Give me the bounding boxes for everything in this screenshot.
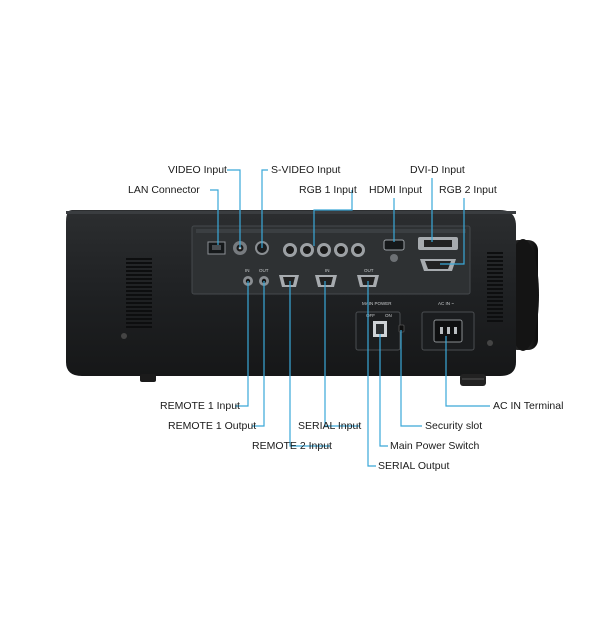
vent-slot — [487, 288, 503, 290]
label-rgb1-input: RGB 1 Input — [299, 184, 357, 196]
vent-slot — [487, 300, 503, 302]
callout-line-main-power — [379, 334, 388, 447]
ac-in-marking: AC IN ~ — [438, 301, 454, 306]
callout-line-serial-out — [367, 281, 376, 467]
label-security-slot: Security slot — [425, 420, 483, 432]
serial-out-marking: OUT — [364, 268, 374, 273]
vent-slot — [126, 286, 152, 288]
vent-slot — [487, 260, 503, 262]
vent-slot — [126, 266, 152, 268]
lan-connector — [207, 241, 226, 255]
remote-in-marking: IN — [245, 268, 250, 273]
dvi-d-input-port — [418, 237, 458, 250]
rgb1-bnc-ports — [283, 243, 365, 257]
vent-slot — [487, 276, 503, 278]
right-vent-grille — [487, 252, 503, 322]
projector-feet — [140, 374, 486, 386]
serial-in-marking: IN — [325, 268, 330, 273]
vent-slot — [126, 298, 152, 300]
remote2-input-port — [279, 275, 299, 287]
vent-slot — [126, 322, 152, 324]
hdmi-input-port — [383, 239, 405, 262]
callout-line-serial-in — [324, 281, 360, 427]
callout-line-video — [227, 169, 241, 248]
remote-out-marking: OUT — [259, 268, 269, 273]
vent-slot — [487, 316, 503, 318]
callout-line-remote1-in — [235, 281, 249, 407]
vent-slot — [126, 294, 152, 296]
vent-slot — [126, 314, 152, 316]
label-dvi-d-input: DVI-D Input — [410, 164, 465, 176]
on-marking: ON — [385, 313, 392, 318]
label-s-video-input: S-VIDEO Input — [271, 164, 341, 176]
label-rgb2-input: RGB 2 Input — [439, 184, 497, 196]
label-hdmi-input: HDMI Input — [369, 184, 423, 196]
bnc-connector-center — [354, 246, 362, 254]
serial-input-port — [315, 275, 337, 287]
callout-line-rgb1 — [313, 190, 353, 246]
bnc-connector-center — [286, 246, 294, 254]
callout-lines — [210, 169, 490, 467]
vent-slot — [487, 264, 503, 266]
ac-in-terminal — [421, 311, 475, 351]
main-power-switch — [355, 311, 401, 351]
vent-slot — [487, 320, 503, 322]
vent-slot — [126, 262, 152, 264]
label-ac-in-terminal: AC IN Terminal — [493, 400, 564, 412]
vent-slot — [126, 282, 152, 284]
vent-slot — [487, 308, 503, 310]
vent-slot — [487, 284, 503, 286]
vent-slot — [126, 270, 152, 272]
main-power-marking: MAIN POWER — [362, 301, 392, 306]
callout-line-s-video — [261, 169, 268, 248]
vent-slot — [126, 274, 152, 276]
vent-slot — [126, 326, 152, 328]
vent-slot — [126, 278, 152, 280]
vent-slot — [487, 280, 503, 282]
vent-slot — [126, 318, 152, 320]
vent-slot — [487, 296, 503, 298]
off-marking: OFF — [366, 313, 375, 318]
callout-line-remote2-in — [289, 281, 330, 447]
label-serial-output: SERIAL Output — [378, 460, 450, 472]
label-lan-connector: LAN Connector — [128, 184, 200, 196]
bnc-connector-center — [320, 246, 328, 254]
screws — [121, 333, 493, 346]
vent-slot — [487, 312, 503, 314]
vent-slot — [126, 310, 152, 312]
callout-line-ac-in — [445, 336, 490, 407]
vent-slot — [126, 258, 152, 260]
vent-slot — [126, 302, 152, 304]
callout-line-lan — [210, 189, 219, 245]
vent-slot — [487, 272, 503, 274]
callout-line-rgb2 — [440, 198, 465, 265]
vent-slot — [126, 290, 152, 292]
label-remote1-output: REMOTE 1 Output — [168, 420, 257, 432]
vent-slot — [487, 268, 503, 270]
label-remote2-input: REMOTE 2 Input — [252, 440, 332, 452]
label-serial-input: SERIAL Input — [298, 420, 362, 432]
callout-line-security — [400, 330, 422, 427]
vent-slot — [126, 306, 152, 308]
vent-slot — [487, 256, 503, 258]
vent-slot — [487, 252, 503, 254]
rgb2-input-port — [420, 259, 456, 271]
label-remote1-input: REMOTE 1 Input — [160, 400, 240, 412]
vent-slot — [487, 292, 503, 294]
vent-slot — [487, 304, 503, 306]
label-main-power-switch: Main Power Switch — [390, 440, 480, 452]
callout-line-remote1-out — [252, 281, 265, 427]
label-video-input: VIDEO Input — [168, 164, 227, 176]
bnc-connector-center — [303, 246, 311, 254]
bnc-connector-center — [337, 246, 345, 254]
left-vent-grille — [126, 258, 152, 328]
